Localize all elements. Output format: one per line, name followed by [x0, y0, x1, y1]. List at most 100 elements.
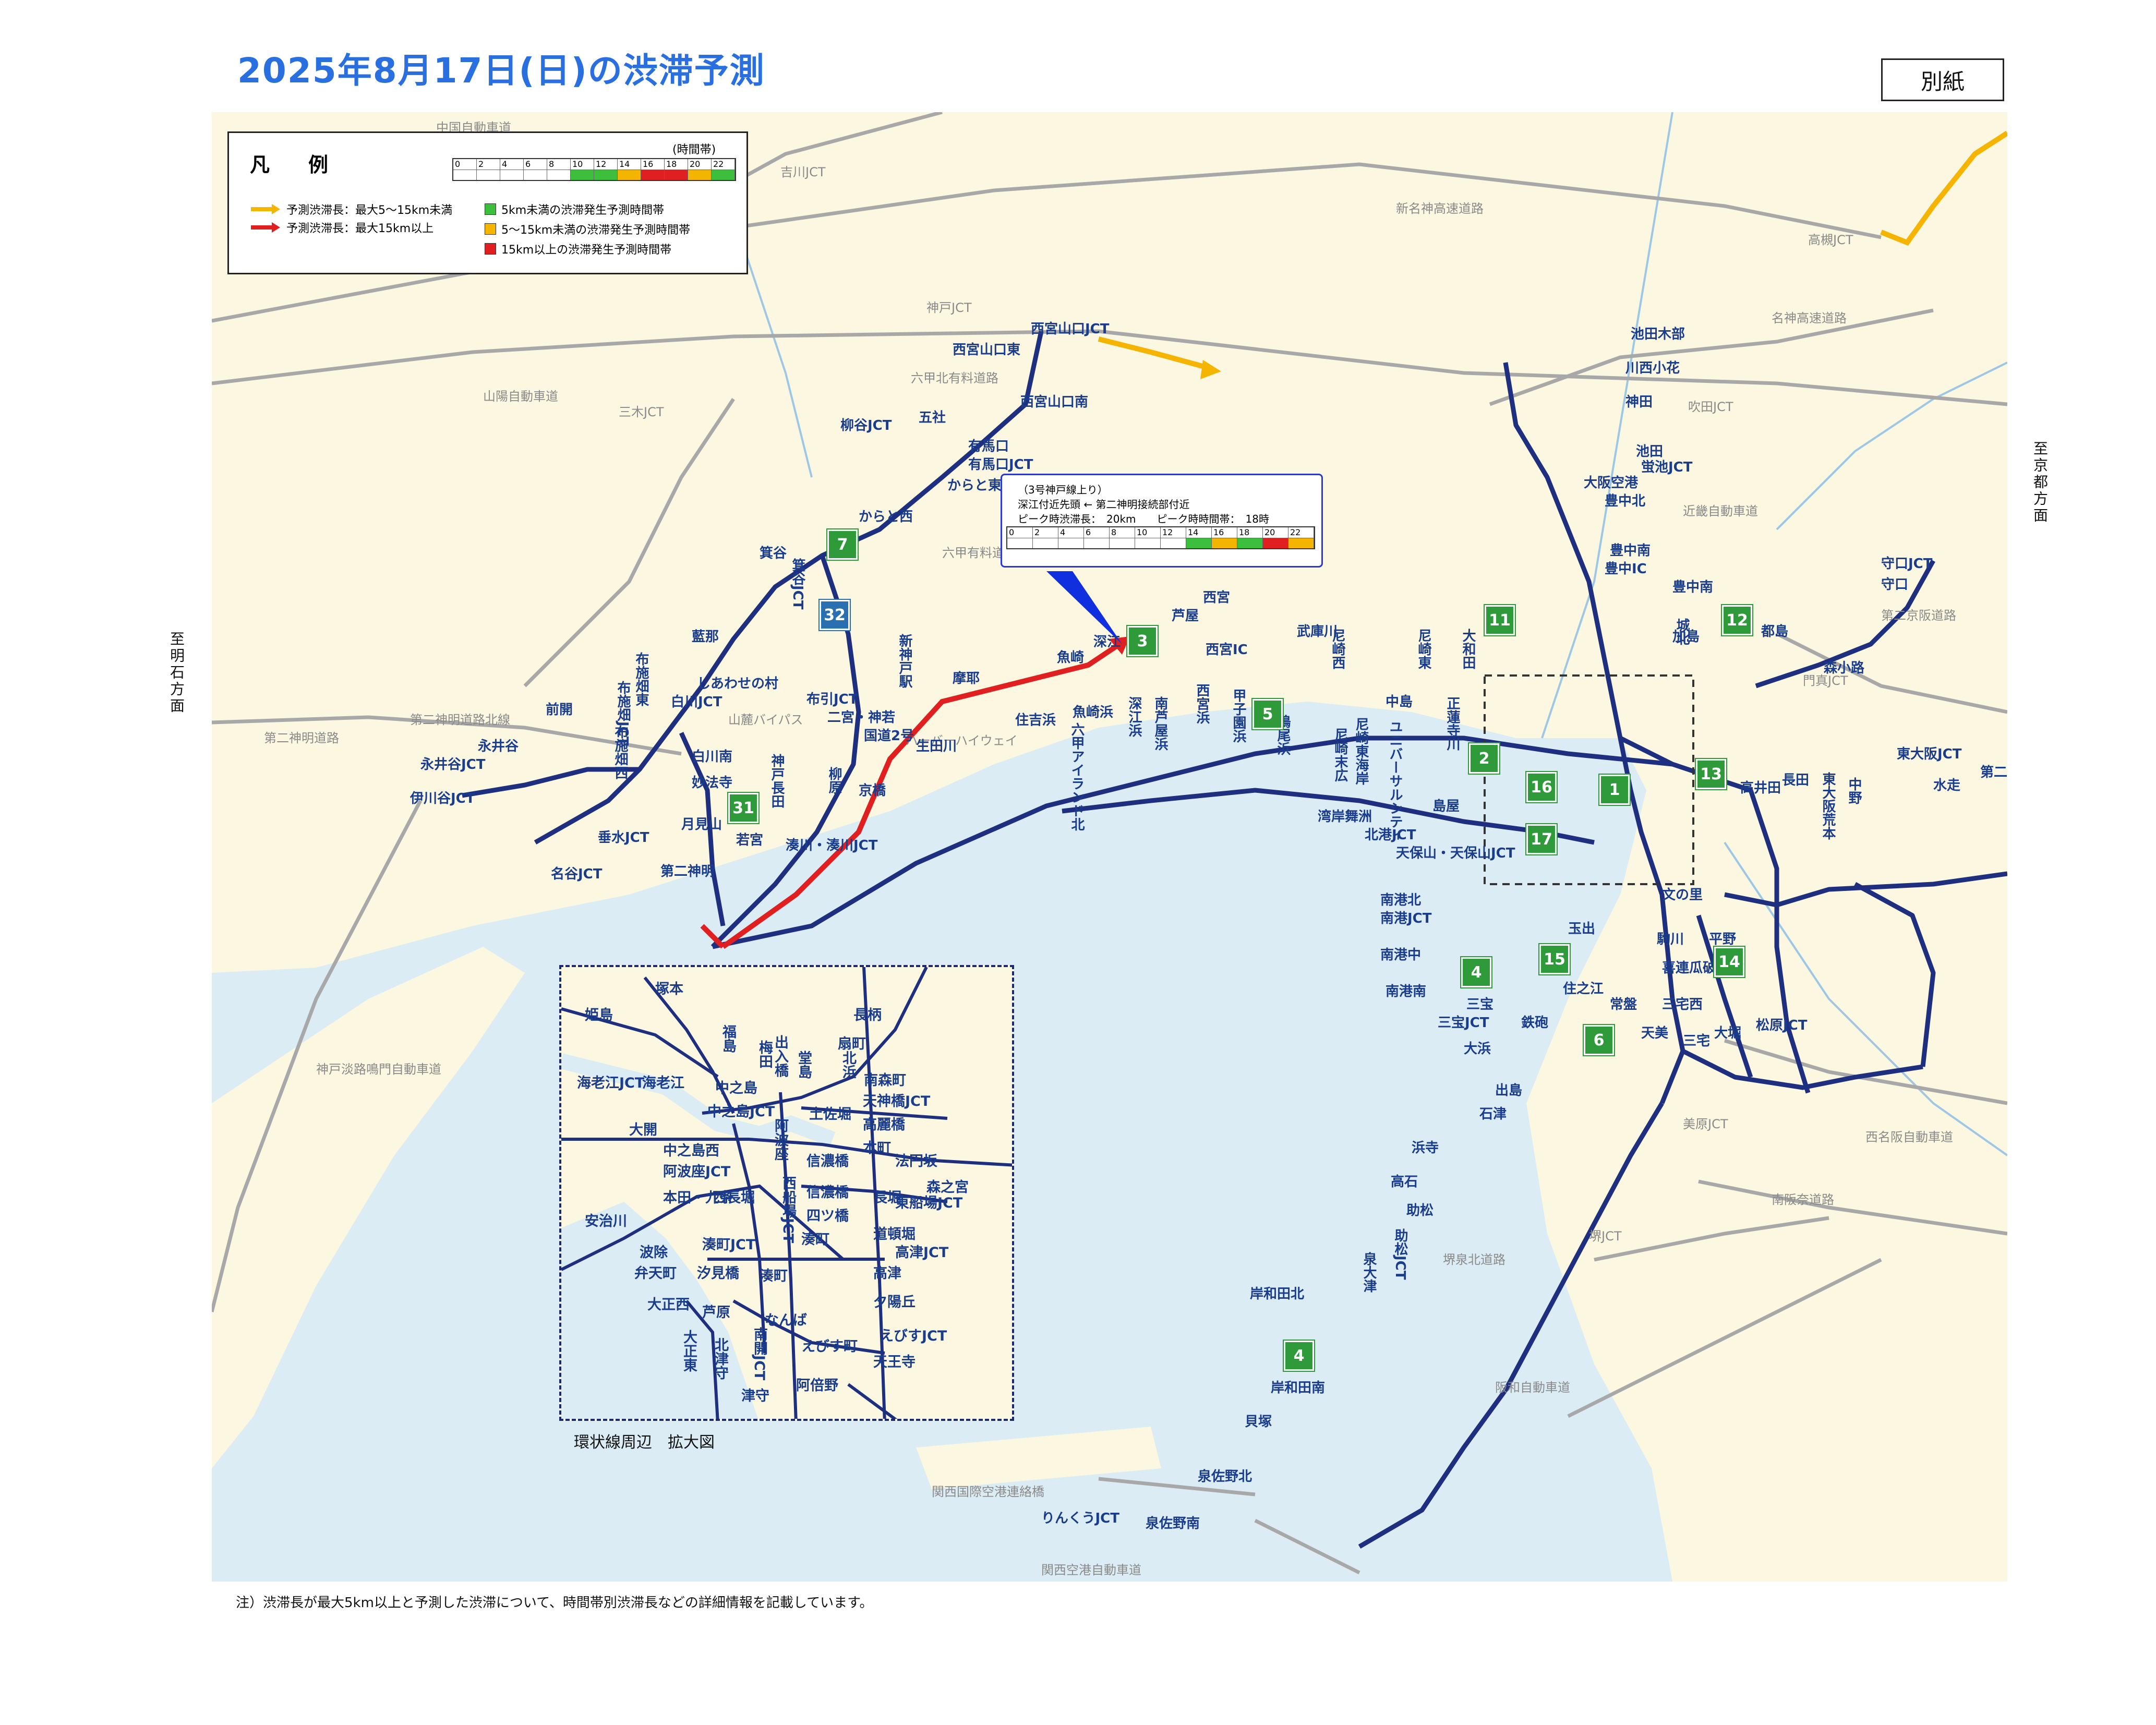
station-label: 城北: [1674, 618, 1690, 645]
inset-caption: 環状線周辺 拡大図: [574, 1433, 715, 1452]
inset-station: 大開: [629, 1122, 657, 1138]
route-shield: 14: [1713, 946, 1745, 978]
time-slot-fill: [1212, 538, 1237, 548]
inset-station: 弁天町: [634, 1265, 677, 1282]
station-label: 出島: [1495, 1083, 1523, 1099]
time-slot: 8: [1110, 527, 1135, 548]
station-label: 三宅: [1683, 1033, 1711, 1049]
station-label: 松原JCT: [1756, 1018, 1808, 1033]
station-label: 布施畑東: [633, 652, 649, 706]
station-label: 玉出: [1568, 921, 1596, 937]
loop-inset-map[interactable]: 塚本 姫島 福島 梅田 出入橋 堂島 長柄 扇町 北浜 南森町 海老江JCT 海…: [559, 965, 1014, 1421]
time-slot: 14: [618, 159, 641, 180]
inset-station: 梅田: [756, 1040, 773, 1068]
time-slot-label: 16: [643, 159, 654, 169]
inset-station: 大正西: [647, 1297, 690, 1313]
congestion-callout[interactable]: （3号神戸線上り） 深江付近先頭 ← 第二神明接続部付近 ピーク時渋滞長： 20…: [1001, 474, 1323, 568]
congestion-meishin: [1880, 130, 2007, 246]
route-shield: 13: [1695, 758, 1727, 790]
inset-station: 東船場JCT: [895, 1195, 963, 1211]
inset-station: 堂島: [796, 1051, 812, 1079]
inset-station: なんば: [765, 1312, 807, 1329]
inset-station: 湊町: [760, 1268, 788, 1284]
time-slot: 6: [524, 159, 547, 180]
station-label: 豊中IC: [1605, 561, 1647, 577]
route-shield: 4: [1460, 956, 1492, 988]
time-slot-label: 0: [1009, 527, 1015, 537]
road-label: 名神高速道路: [1772, 311, 1847, 325]
station-label: 摩耶: [953, 671, 980, 686]
road-label: 第二神明道路: [264, 731, 339, 745]
map-area[interactable]: 中国自動車道 吉川JCT 新名神高速道路 高槻JCT 名神高速道路 神戸JCT …: [212, 112, 2007, 1582]
station-label: 川西小花: [1625, 360, 1680, 376]
route-shield: 3: [1126, 625, 1159, 657]
station-label: 三宝: [1466, 997, 1494, 1012]
station-label: 守口: [1881, 577, 1909, 593]
time-slot: 20: [688, 159, 712, 180]
inset-station: 阿波座: [772, 1118, 788, 1161]
route-shield: 1: [1598, 774, 1631, 806]
time-slot-label: 12: [596, 159, 607, 169]
station-label: 有馬口JCT: [968, 457, 1033, 473]
station-label: 北港JCT: [1365, 827, 1416, 843]
jct-label: 吹田JCT: [1688, 400, 1733, 414]
time-slot-label: 10: [1137, 527, 1148, 537]
station-label: 尼崎末広: [1332, 728, 1348, 782]
inset-station: 塚本: [655, 981, 683, 997]
arrow-red-icon: [251, 222, 280, 233]
time-slot: 0: [1007, 527, 1033, 548]
station-label: 岸和田北: [1250, 1286, 1305, 1302]
time-slot: 12: [1161, 527, 1186, 548]
station-label: 池田: [1636, 444, 1664, 460]
station-label: 箕谷: [760, 546, 787, 561]
station-label: 貝塚: [1245, 1414, 1272, 1430]
time-slot: 12: [594, 159, 618, 180]
station-label: 二宮・神若: [827, 710, 896, 726]
time-slot-label: 6: [1086, 527, 1091, 537]
time-slot-fill: [453, 170, 476, 180]
time-slot-fill: [1084, 538, 1109, 548]
time-slot: 18: [665, 159, 688, 180]
inset-station: 北浜: [840, 1051, 856, 1079]
road-label: 関西国際空港連絡橋: [932, 1485, 1044, 1499]
station-label: 駒川: [1657, 932, 1684, 947]
callout-route: （3号神戸線上り）: [1018, 484, 1108, 496]
time-slot: 0: [453, 159, 477, 180]
inset-station: 土佐堀: [809, 1106, 851, 1123]
route-shield: 32: [818, 599, 851, 631]
station-label: 湾岸舞洲: [1318, 809, 1372, 825]
road-label: 第二神明道路北線: [410, 713, 510, 727]
station-label: 京橋: [859, 783, 886, 799]
inset-station: 阿波座JCT: [663, 1164, 731, 1180]
time-slot: 18: [1237, 527, 1263, 548]
route-shield: 11: [1484, 604, 1516, 636]
time-slot: 2: [477, 159, 500, 180]
time-slot-fill: [524, 170, 547, 180]
route-shield: 17: [1525, 823, 1558, 855]
inset-station: 大正東: [681, 1330, 697, 1372]
station-label: 豊中北: [1605, 493, 1646, 509]
inset-station: 汐見橋: [697, 1265, 739, 1282]
station-label: 有馬口: [968, 439, 1009, 454]
inset-station: 高津: [873, 1265, 901, 1282]
time-slot-fill: [1161, 538, 1186, 548]
station-label: 尼崎西: [1330, 629, 1345, 669]
station-label: 南港南: [1386, 984, 1427, 999]
time-slot-fill: [1135, 538, 1160, 548]
station-label: 芦屋: [1172, 608, 1199, 624]
station-label: 第二神明: [660, 864, 715, 879]
station-label: 常盤: [1610, 997, 1637, 1012]
inset-station: 本町: [863, 1140, 891, 1156]
time-slot-label: 14: [1188, 527, 1199, 537]
inset-station: 津守: [741, 1388, 769, 1404]
station-label: 西宮浜: [1194, 683, 1210, 724]
station-label: 東大阪荒本: [1820, 772, 1836, 840]
legend-heading: 凡 例: [250, 153, 338, 176]
station-label: 白川南: [692, 749, 733, 765]
time-slot: 22: [712, 159, 735, 180]
station-label: 名谷JCT: [551, 866, 603, 882]
inset-station: 湊町JCT: [702, 1237, 756, 1253]
station-label: 三宝JCT: [1438, 1015, 1489, 1031]
station-label: 藍那: [692, 629, 719, 645]
inset-station: 南森町: [864, 1072, 906, 1089]
